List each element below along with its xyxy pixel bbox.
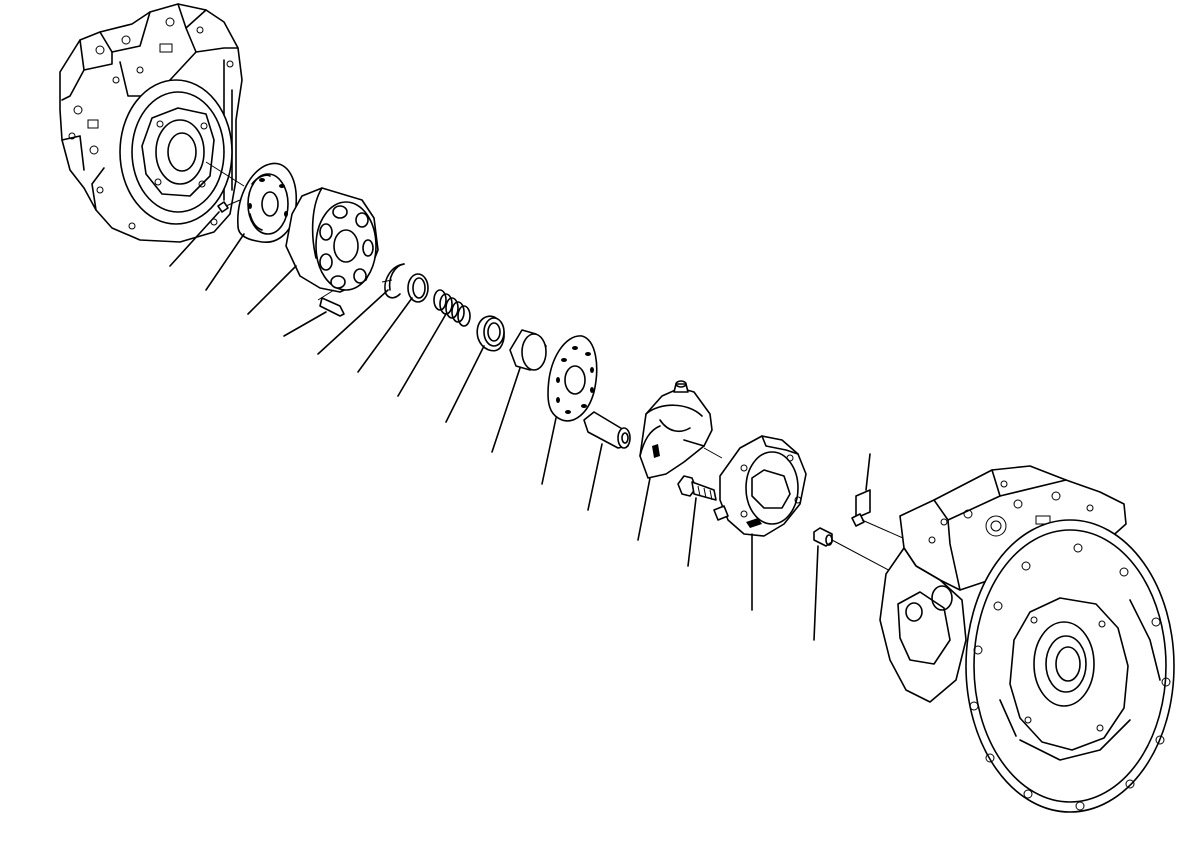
leader-washer (357, 297, 413, 373)
leader-guide-ball (491, 367, 521, 453)
spherical-bushing-part (476, 315, 505, 352)
leader-swash-plate (637, 477, 651, 541)
leader-valve-plate (205, 233, 245, 291)
valve-plate-part (237, 162, 298, 243)
leader-snap-ring (317, 289, 389, 355)
spring-part (433, 289, 471, 327)
leader-cylinder-block (247, 265, 297, 315)
leader-spring (397, 313, 447, 397)
leader-pin-small (169, 211, 220, 267)
bolt-part (677, 475, 717, 501)
cylinder-block-part (285, 187, 379, 293)
pin-small-part (217, 199, 241, 213)
leader-lines (169, 211, 871, 641)
leader-retainer-plate (541, 417, 557, 485)
leader-spherical-bushing (445, 345, 485, 423)
leader-plug-bracket (865, 453, 871, 491)
leader-dowel-pin (813, 545, 819, 641)
snap-ring-part (381, 263, 405, 299)
leader-piston (587, 443, 603, 511)
swash-plate-part (639, 380, 713, 479)
cylinder-pin-part (317, 289, 345, 317)
leader-cylinder-pin (283, 311, 327, 337)
guide-ball-part (509, 329, 547, 371)
right-pump-housing (879, 465, 1175, 813)
assembly-axis (205, 161, 723, 459)
retainer-plate-part (547, 335, 598, 422)
washer-part (407, 273, 429, 303)
left-pump-housing (59, 3, 243, 243)
dowel-pin-part (813, 527, 897, 575)
piston-part (583, 411, 631, 449)
leader-bolt (687, 497, 697, 567)
cradle-part (713, 435, 807, 537)
